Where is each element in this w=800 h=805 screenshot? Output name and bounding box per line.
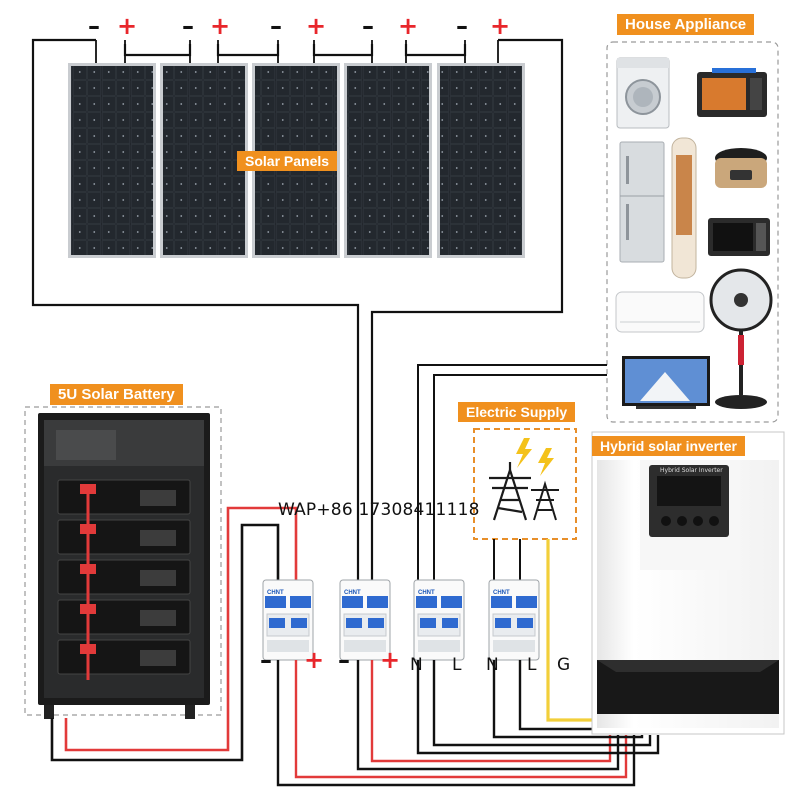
solar-panel xyxy=(68,63,156,258)
breaker-brand: CHNT xyxy=(267,590,284,596)
hybrid-inverter xyxy=(591,431,785,735)
battery-module xyxy=(57,559,191,595)
breaker-terminal-8: L xyxy=(527,655,537,675)
battery-label: 5U Solar Battery xyxy=(50,384,183,405)
solar-panel xyxy=(344,63,432,258)
battery-module xyxy=(57,519,191,555)
breaker-terminal-2: + xyxy=(304,646,325,674)
breaker-terminal-3: – xyxy=(338,646,350,674)
electric-supply-box xyxy=(473,428,577,540)
breaker-terminal-4: + xyxy=(380,646,401,674)
panel-negative-sign: – xyxy=(88,12,100,40)
washing-machine-icon xyxy=(616,57,670,129)
standing-fan-icon xyxy=(709,268,773,409)
panel-positive-sign: + xyxy=(210,12,231,40)
breaker-brand: CHNT xyxy=(344,590,361,596)
circuit-breaker: CHNT xyxy=(262,579,314,661)
panel-leads xyxy=(95,40,499,64)
house-appliance-label: House Appliance xyxy=(617,14,755,35)
microwave-icon xyxy=(708,218,770,256)
breaker-group: CHNT CHNT CHNT CHNT xyxy=(262,579,540,661)
tower-air-conditioner-icon xyxy=(671,137,697,279)
battery-module xyxy=(57,479,191,515)
transmission-tower-icon xyxy=(531,480,559,521)
breaker-terminal-5: N xyxy=(410,655,423,675)
battery-rack xyxy=(24,406,222,719)
panel-positive-sign: + xyxy=(117,12,138,40)
circuit-breaker: CHNT xyxy=(413,579,465,661)
ac-output-wires xyxy=(417,364,607,582)
panel-positive-sign: + xyxy=(398,12,419,40)
battery-dc-wires xyxy=(50,506,298,762)
panel-negative-sign: – xyxy=(456,12,468,40)
refrigerator-icon xyxy=(619,141,665,263)
solar-panel xyxy=(160,63,248,258)
oven-icon xyxy=(697,68,767,117)
electric-supply-label: Electric Supply xyxy=(458,402,576,422)
panel-positive-sign: + xyxy=(306,12,327,40)
solar-panel xyxy=(437,63,525,258)
breaker-brand: CHNT xyxy=(418,590,435,596)
grid-supply-wires xyxy=(493,539,521,582)
panel-positive-sign: + xyxy=(490,12,511,40)
house-appliance-box xyxy=(606,41,779,423)
transmission-tower-icon xyxy=(489,462,531,521)
television-icon xyxy=(622,356,710,409)
inverter-label: Hybrid solar inverter xyxy=(592,436,745,456)
panel-negative-sign: – xyxy=(362,12,374,40)
circuit-breaker: CHNT xyxy=(488,579,540,661)
breaker-terminal-6: L xyxy=(452,655,462,675)
battery-module xyxy=(57,639,191,675)
breaker-terminal-7: N xyxy=(486,655,499,675)
circuit-breaker: CHNT xyxy=(339,579,391,661)
breaker-brand: CHNT xyxy=(493,590,510,596)
solar-panels-label: Solar Panels xyxy=(237,151,338,171)
breaker-to-inverter-wires xyxy=(276,539,660,787)
rice-cooker-icon xyxy=(715,148,767,188)
inverter-screen-title: Hybrid Solar Inverter xyxy=(660,467,723,474)
panel-negative-sign: – xyxy=(270,12,282,40)
battery-module xyxy=(57,599,191,635)
contact-watermark: WAP+86 17308411118 xyxy=(278,500,480,520)
breaker-terminal-1: – xyxy=(260,646,272,674)
panel-negative-sign: – xyxy=(182,12,194,40)
breaker-terminal-9: G xyxy=(557,655,571,675)
wall-air-conditioner-icon xyxy=(615,291,705,333)
lightning-icon xyxy=(516,438,554,476)
